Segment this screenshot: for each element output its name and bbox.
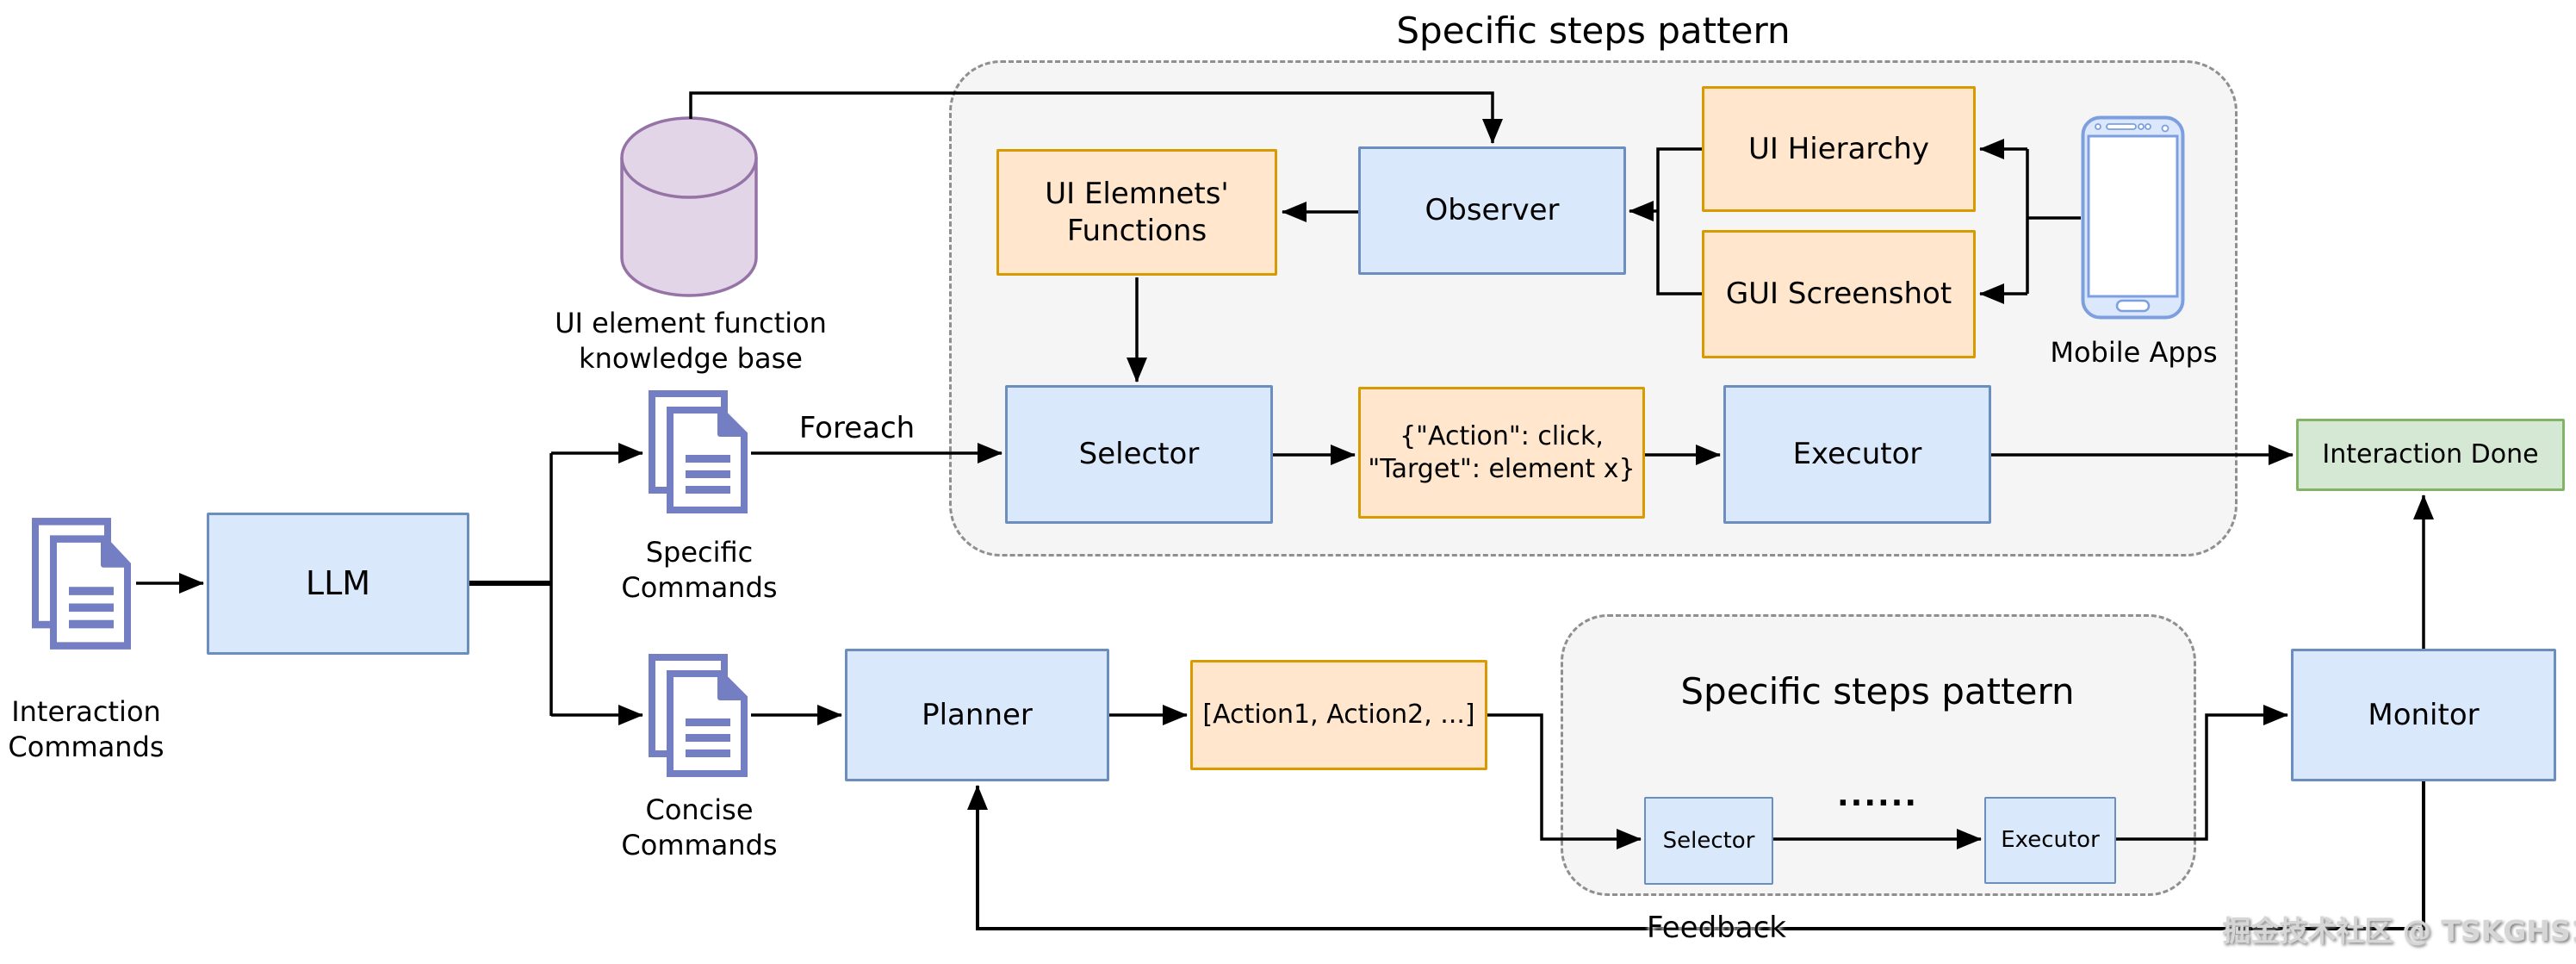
pattern-title-inner-text: Specific steps pattern [1680, 670, 2075, 713]
node-label: LLM [305, 563, 371, 602]
specific-commands-label: Specific Commands [603, 528, 796, 613]
knowledge-base-label-line2: knowledge base [579, 342, 803, 375]
node-label: {"Action": click, [1400, 421, 1604, 451]
concise-commands-documents-icon [647, 653, 750, 778]
ellipsis-label-text: ...... [1836, 777, 1919, 813]
node-label: Monitor [2368, 697, 2480, 732]
interaction-commands-line1: Interaction [11, 695, 161, 729]
node-monitor: Monitor [2291, 649, 2556, 781]
mobile-apps-label: Mobile Apps [2024, 333, 2244, 372]
concise-commands-line1: Concise [645, 793, 754, 827]
foreach-edge-label: Foreach [771, 411, 943, 447]
node-ui-elements-functions: UI Elemnets' Functions [996, 149, 1277, 276]
mobile-phone-icon [2081, 115, 2185, 320]
node-selector: Selector [1005, 385, 1273, 524]
interaction-commands-documents-icon [30, 517, 133, 650]
node-label: Planner [922, 697, 1033, 732]
mobile-apps-label-text: Mobile Apps [2050, 335, 2218, 369]
pattern-title-top-text: Specific steps pattern [1396, 9, 1791, 53]
watermark-text: 掘金技术社区 @ TSKGHS17 [2222, 914, 2576, 948]
feedback-edge-label-text: Feedback [1647, 911, 1786, 946]
node-action-list: [Action1, Action2, ...] [1190, 660, 1487, 770]
node-label: UI Hierarchy [1747, 131, 1930, 166]
node-label: "Target": element x} [1368, 453, 1636, 484]
interaction-commands-line2: Commands [8, 731, 164, 763]
node-label: Executor [2001, 827, 2100, 854]
node-planner: Planner [845, 649, 1109, 781]
node-label: Executor [1792, 437, 1922, 472]
node-selector-small: Selector [1644, 797, 1773, 885]
node-label: Functions [1066, 213, 1207, 248]
node-label: [Action1, Action2, ...] [1202, 700, 1475, 731]
node-label: Interaction Done [2322, 439, 2539, 470]
foreach-edge-label-text: Foreach [798, 411, 916, 446]
node-label: Selector [1078, 437, 1200, 472]
specific-commands-documents-icon [647, 389, 750, 514]
specific-commands-line2: Commands [621, 571, 778, 604]
node-gui-screenshot: GUI Screenshot [1702, 230, 1976, 358]
node-executor: Executor [1723, 385, 1991, 524]
node-label: UI Elemnets' [1045, 177, 1229, 211]
node-llm: LLM [207, 513, 469, 655]
node-observer: Observer [1358, 146, 1626, 275]
node-label: Selector [1662, 827, 1755, 854]
node-label: Observer [1425, 193, 1560, 228]
node-ui-hierarchy: UI Hierarchy [1702, 86, 1976, 212]
node-executor-small: Executor [1984, 797, 2116, 884]
feedback-edge-label: Feedback [1617, 910, 1816, 948]
knowledge-base-label: UI element function knowledge base [534, 302, 847, 381]
pattern-title-inner: Specific steps pattern [1662, 668, 2093, 716]
interaction-commands-label: Interaction Commands [0, 687, 172, 772]
node-interaction-done: Interaction Done [2296, 419, 2565, 491]
concise-commands-line2: Commands [621, 829, 778, 861]
node-label: GUI Screenshot [1725, 277, 1952, 312]
knowledge-base-label-line1: UI element function [555, 307, 827, 340]
concise-commands-label: Concise Commands [603, 786, 796, 870]
database-icon [619, 115, 759, 297]
ellipsis-label: ...... [1809, 775, 1946, 817]
specific-commands-line1: Specific [645, 536, 754, 569]
pattern-title-top: Specific steps pattern [1344, 7, 1843, 55]
node-action-json: {"Action": click, "Target": element x} [1358, 387, 1645, 519]
watermark: 掘金技术社区 @ TSKGHS17 [2222, 908, 2576, 949]
